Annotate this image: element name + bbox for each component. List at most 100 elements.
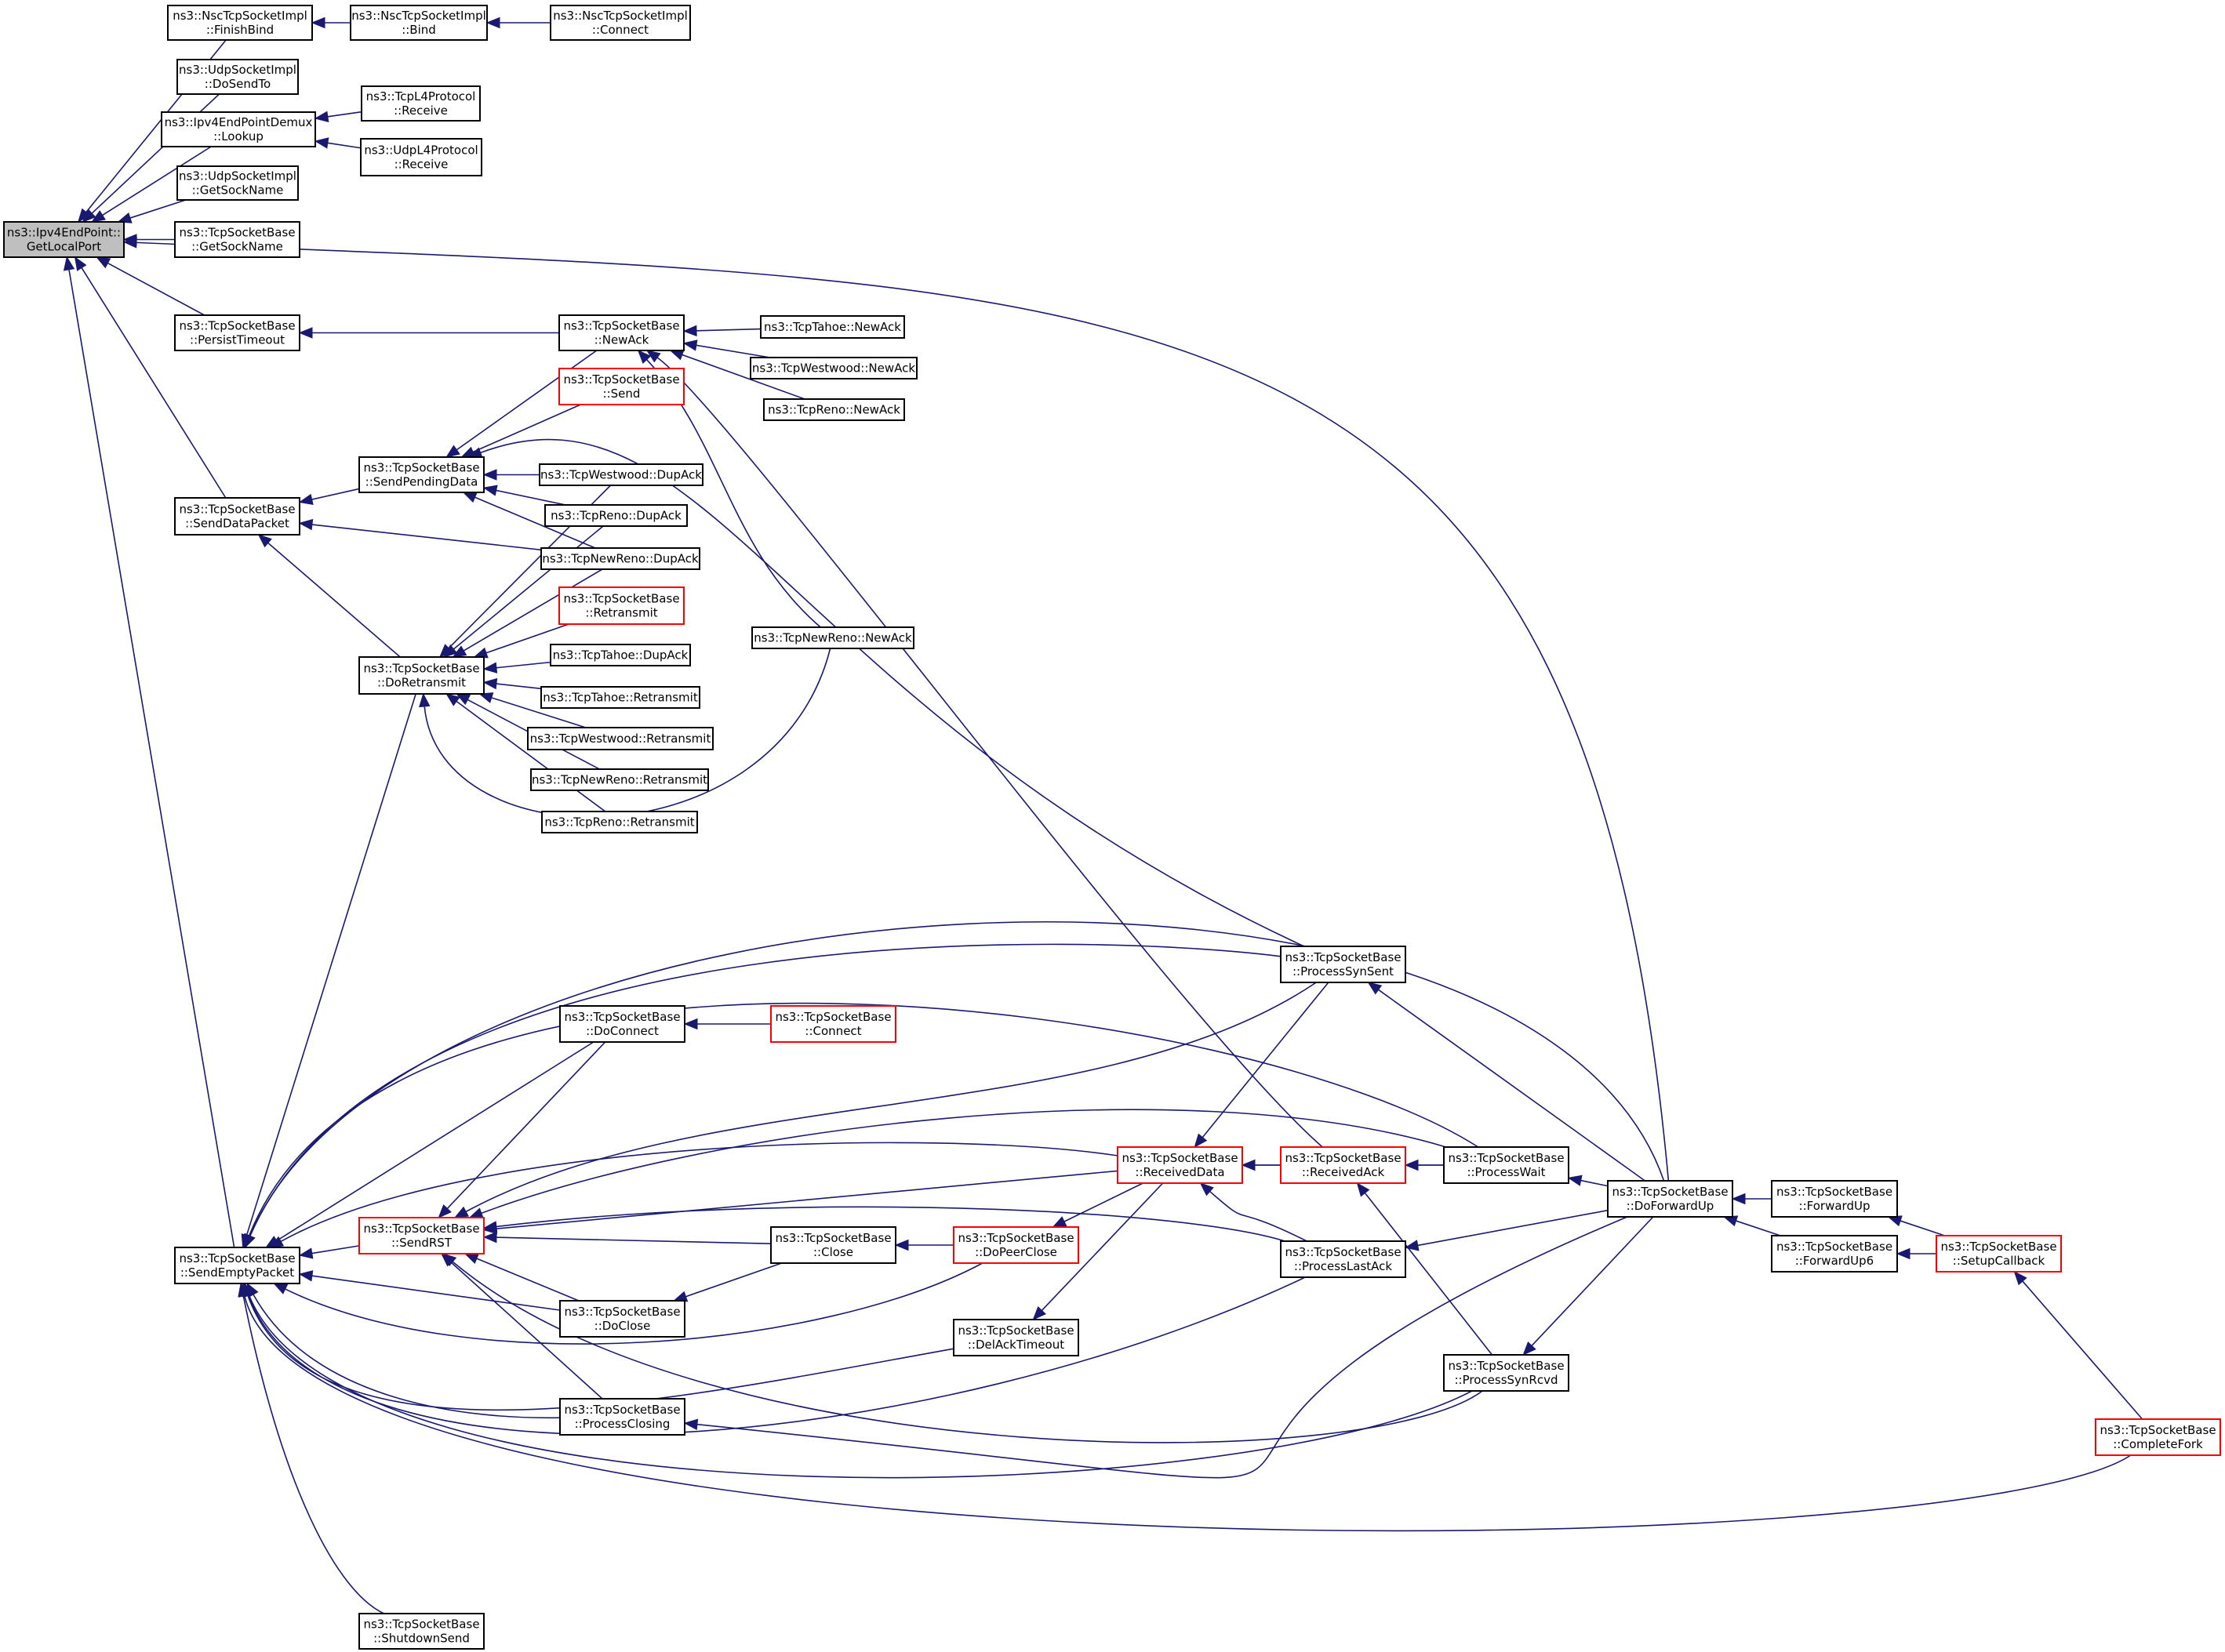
- node-new-reno-new-ack[interactable]: ns3::TcpNewReno::NewAck: [751, 626, 914, 649]
- node-box[interactable]: [1280, 1146, 1406, 1184]
- node-nsc-connect[interactable]: ns3::NscTcpSocketImpl::Connect: [550, 5, 691, 41]
- node-udp-l4-receive[interactable]: ns3::UdpL4Protocol::Receive: [360, 138, 482, 176]
- node-send-rst[interactable]: ns3::TcpSocketBase::SendRST: [358, 1217, 485, 1254]
- node-setup-callback[interactable]: ns3::TcpSocketBase::SetupCallback: [1936, 1235, 2062, 1273]
- node-box[interactable]: [350, 5, 488, 41]
- node-process-last-ack[interactable]: ns3::TcpSocketBase::ProcessLastAck: [1280, 1240, 1406, 1278]
- node-box[interactable]: [174, 221, 300, 258]
- node-do-retransmit[interactable]: ns3::TcpSocketBase::DoRetransmit: [358, 656, 485, 695]
- node-box[interactable]: [559, 1005, 685, 1043]
- node-box[interactable]: [174, 314, 300, 351]
- node-box[interactable]: [559, 1300, 685, 1338]
- node-box[interactable]: [953, 1226, 1079, 1264]
- node-forward-up6[interactable]: ns3::TcpSocketBase::ForwardUp6: [1771, 1235, 1898, 1273]
- node-box[interactable]: [558, 314, 685, 351]
- node-box[interactable]: [167, 5, 313, 41]
- node-do-connect[interactable]: ns3::TcpSocketBase::DoConnect: [559, 1005, 685, 1043]
- node-process-wait[interactable]: ns3::TcpSocketBase::ProcessWait: [1443, 1146, 1569, 1184]
- node-box[interactable]: [3, 221, 125, 258]
- node-demux-lookup[interactable]: ns3::Ipv4EndPointDemux::Lookup: [161, 111, 316, 147]
- node-westwood-retransmit[interactable]: ns3::TcpWestwood::Retransmit: [527, 727, 714, 750]
- node-get-local-port[interactable]: ns3::Ipv4EndPoint::GetLocalPort: [3, 221, 125, 258]
- node-nsc-finish-bind[interactable]: ns3::NscTcpSocketImpl::FinishBind: [167, 5, 313, 41]
- node-reno-retransmit[interactable]: ns3::TcpReno::Retransmit: [541, 811, 698, 833]
- node-tahoe-retransmit[interactable]: ns3::TcpTahoe::Retransmit: [540, 686, 700, 709]
- node-process-closing[interactable]: ns3::TcpSocketBase::ProcessClosing: [559, 1398, 685, 1436]
- node-do-close[interactable]: ns3::TcpSocketBase::DoClose: [559, 1300, 685, 1338]
- node-box[interactable]: [1607, 1180, 1733, 1218]
- node-box[interactable]: [358, 1613, 485, 1650]
- node-box[interactable]: [1117, 1146, 1243, 1184]
- node-box[interactable]: [751, 626, 914, 649]
- node-box[interactable]: [540, 547, 700, 570]
- node-box[interactable]: [358, 656, 485, 695]
- node-box[interactable]: [1771, 1235, 1898, 1273]
- node-del-ack-timeout[interactable]: ns3::TcpSocketBase::DelAckTimeout: [953, 1319, 1079, 1356]
- node-box[interactable]: [1443, 1146, 1569, 1184]
- node-do-forward-up[interactable]: ns3::TcpSocketBase::DoForwardUp: [1607, 1180, 1733, 1218]
- node-box[interactable]: [174, 497, 300, 536]
- node-tcp-get-sock-name[interactable]: ns3::TcpSocketBase::GetSockName: [174, 221, 300, 258]
- node-box[interactable]: [530, 768, 709, 791]
- node-box[interactable]: [358, 1217, 485, 1254]
- node-new-reno-retransmit[interactable]: ns3::TcpNewReno::Retransmit: [530, 768, 709, 791]
- node-box[interactable]: [750, 357, 918, 379]
- node-tcp-l4-receive[interactable]: ns3::TcpL4Protocol::Receive: [361, 85, 481, 122]
- node-close[interactable]: ns3::TcpSocketBase::Close: [770, 1226, 896, 1264]
- node-udp-get-sock-name[interactable]: ns3::UdpSocketImpl::GetSockName: [176, 165, 299, 201]
- node-box[interactable]: [550, 5, 691, 41]
- node-box[interactable]: [361, 85, 481, 122]
- node-box[interactable]: [1280, 1240, 1406, 1278]
- node-new-ack[interactable]: ns3::TcpSocketBase::NewAck: [558, 314, 685, 351]
- node-box[interactable]: [1771, 1180, 1898, 1218]
- node-box[interactable]: [360, 138, 482, 176]
- node-box[interactable]: [550, 644, 691, 666]
- node-box[interactable]: [358, 456, 485, 493]
- node-forward-up[interactable]: ns3::TcpSocketBase::ForwardUp: [1771, 1180, 1898, 1218]
- node-udp-do-send-to[interactable]: ns3::UdpSocketImpl::DoSendTo: [176, 59, 299, 95]
- node-retransmit[interactable]: ns3::TcpSocketBase::Retransmit: [558, 586, 685, 625]
- node-westwood-dup-ack[interactable]: ns3::TcpWestwood::DupAck: [539, 463, 703, 486]
- node-box[interactable]: [770, 1226, 896, 1264]
- node-box[interactable]: [544, 504, 688, 527]
- node-box[interactable]: [176, 59, 299, 95]
- node-reno-new-ack[interactable]: ns3::TcpReno::NewAck: [763, 398, 905, 421]
- node-process-syn-rcvd[interactable]: ns3::TcpSocketBase::ProcessSynRcvd: [1443, 1354, 1569, 1392]
- node-box[interactable]: [558, 368, 685, 405]
- node-reno-dup-ack[interactable]: ns3::TcpReno::DupAck: [544, 504, 688, 527]
- node-box[interactable]: [559, 1398, 685, 1436]
- node-connect[interactable]: ns3::TcpSocketBase::Connect: [770, 1005, 896, 1043]
- node-complete-fork[interactable]: ns3::TcpSocketBase::CompleteFork: [2095, 1418, 2221, 1456]
- node-process-syn-sent[interactable]: ns3::TcpSocketBase::ProcessSynSent: [1280, 946, 1406, 983]
- node-box[interactable]: [2095, 1418, 2221, 1456]
- node-box[interactable]: [760, 315, 905, 339]
- node-westwood-new-ack[interactable]: ns3::TcpWestwood::NewAck: [750, 357, 918, 379]
- node-do-peer-close[interactable]: ns3::TcpSocketBase::DoPeerClose: [953, 1226, 1079, 1264]
- node-box[interactable]: [1280, 946, 1406, 983]
- node-received-data[interactable]: ns3::TcpSocketBase::ReceivedData: [1117, 1146, 1243, 1184]
- node-send-pending-data[interactable]: ns3::TcpSocketBase::SendPendingData: [358, 456, 485, 493]
- node-box[interactable]: [527, 727, 714, 750]
- node-tahoe-new-ack[interactable]: ns3::TcpTahoe::NewAck: [760, 315, 905, 339]
- node-box[interactable]: [541, 811, 698, 833]
- node-box[interactable]: [176, 165, 299, 201]
- node-box[interactable]: [770, 1005, 896, 1043]
- node-persist-timeout[interactable]: ns3::TcpSocketBase::PersistTimeout: [174, 314, 300, 351]
- node-box[interactable]: [539, 463, 703, 486]
- node-new-reno-dup-ack[interactable]: ns3::TcpNewReno::DupAck: [540, 547, 700, 570]
- node-box[interactable]: [953, 1319, 1079, 1356]
- node-box[interactable]: [763, 398, 905, 421]
- node-send[interactable]: ns3::TcpSocketBase::Send: [558, 368, 685, 405]
- node-send-empty-packet[interactable]: ns3::TcpSocketBase::SendEmptyPacket: [174, 1247, 300, 1284]
- node-box[interactable]: [1443, 1354, 1569, 1392]
- node-box[interactable]: [1936, 1235, 2062, 1273]
- node-shutdown-send[interactable]: ns3::TcpSocketBase::ShutdownSend: [358, 1613, 485, 1650]
- node-received-ack[interactable]: ns3::TcpSocketBase::ReceivedAck: [1280, 1146, 1406, 1184]
- node-box[interactable]: [540, 686, 700, 709]
- node-nsc-bind[interactable]: ns3::NscTcpSocketImpl::Bind: [350, 5, 488, 41]
- node-send-data-packet[interactable]: ns3::TcpSocketBase::SendDataPacket: [174, 497, 300, 536]
- node-box[interactable]: [161, 111, 316, 147]
- node-box[interactable]: [174, 1247, 300, 1284]
- node-tahoe-dup-ack[interactable]: ns3::TcpTahoe::DupAck: [550, 644, 691, 666]
- node-box[interactable]: [558, 586, 685, 625]
